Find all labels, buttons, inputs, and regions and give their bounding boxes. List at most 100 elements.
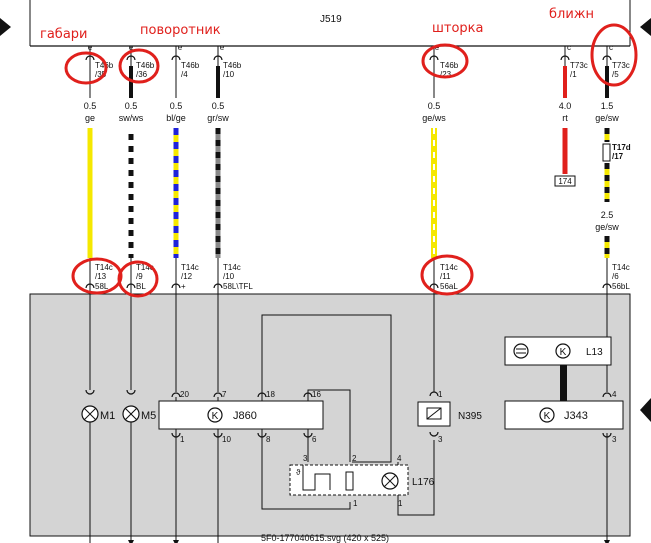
mid-connector-pin: /17 bbox=[612, 152, 624, 161]
conn-pin: /23 bbox=[440, 70, 452, 79]
svg-text:58L: 58L bbox=[95, 282, 109, 291]
page-next-arrow-top[interactable] bbox=[640, 18, 651, 36]
svg-text:16: 16 bbox=[312, 390, 321, 399]
annotation-shtorka: шторка bbox=[432, 21, 484, 36]
lamp-m5-label: M5 bbox=[141, 410, 156, 422]
svg-text:/9: /9 bbox=[136, 272, 143, 281]
wire-gauge: 0.5 bbox=[170, 101, 183, 111]
svg-text:/12: /12 bbox=[181, 272, 193, 281]
svg-text:1: 1 bbox=[180, 435, 185, 444]
wire-sw-ws: e T46b /36 0.5 sw/ws bbox=[119, 43, 155, 390]
wire-gauge: 1.5 bbox=[601, 101, 614, 111]
conn-letter: e bbox=[220, 43, 225, 52]
lamp-m1-label: M1 bbox=[100, 410, 115, 422]
wire-gauge: 0.5 bbox=[125, 101, 138, 111]
wire-gauge: 2.5 bbox=[601, 210, 614, 220]
module-j860: K J860 20 7 18 16 1 10 8 6 bbox=[158, 390, 324, 444]
svg-text:K: K bbox=[212, 411, 219, 422]
svg-text:3: 3 bbox=[612, 435, 617, 444]
svg-text:56bL: 56bL bbox=[612, 282, 630, 291]
conn-name: T46b bbox=[136, 61, 155, 70]
footer-caption: 5F0-177040615.svg (420 x 525) bbox=[261, 533, 389, 543]
annotation-blizhn: ближн bbox=[549, 7, 594, 22]
relay-k-icon bbox=[555, 343, 571, 359]
resistor-icon bbox=[345, 471, 354, 491]
svg-text:2: 2 bbox=[352, 454, 357, 463]
annotation-circles bbox=[64, 23, 638, 298]
conn-name: T73c bbox=[612, 61, 630, 70]
module-j860-label: J860 bbox=[233, 410, 257, 422]
svg-text:BL: BL bbox=[136, 282, 146, 291]
conn-letter: e bbox=[178, 43, 183, 52]
conn-letter: c bbox=[609, 43, 613, 52]
svg-text:8: 8 bbox=[266, 435, 271, 444]
reference-box bbox=[554, 175, 576, 187]
wire-color: bl/ge bbox=[166, 113, 186, 123]
conn-pin: /10 bbox=[223, 70, 235, 79]
svg-text:T14c: T14c bbox=[440, 263, 458, 272]
module-n395: 1 N395 3 bbox=[417, 390, 482, 444]
relay-k-icon bbox=[207, 407, 223, 423]
svg-text:10: 10 bbox=[222, 435, 231, 444]
bottom-connector-labels: T14c /13 58L T14c /9 BL T14c /12 + T14c … bbox=[95, 263, 630, 291]
svg-text:20: 20 bbox=[180, 390, 189, 399]
svg-text:/11: /11 bbox=[440, 272, 451, 281]
conn-pin: /1 bbox=[570, 70, 577, 79]
conn-name: T46b bbox=[440, 61, 459, 70]
component-l13: K L13 bbox=[504, 336, 612, 401]
wire-gauge: 0.5 bbox=[428, 101, 441, 111]
component-l176: 3 2 4 ϑ L176 1 1 bbox=[289, 454, 435, 508]
wire-color: gr/sw bbox=[207, 113, 229, 123]
svg-text:K: K bbox=[560, 347, 567, 358]
connection-bar bbox=[560, 365, 567, 401]
wire-gauge: 0.5 bbox=[84, 101, 97, 111]
svg-text:T14c: T14c bbox=[223, 263, 241, 272]
conn-pin: /35 bbox=[95, 70, 107, 79]
lamp-m1: M1 bbox=[81, 389, 115, 543]
wire-color: ge/sw bbox=[595, 113, 619, 123]
svg-text:4: 4 bbox=[612, 390, 617, 399]
wire-rt: c T73c /1 4.0 rt 174 bbox=[554, 43, 588, 187]
wire-gr-sw: e T46b /10 0.5 gr/sw bbox=[207, 43, 242, 392]
annotation-gabarit: габари bbox=[40, 27, 87, 42]
svg-text:7: 7 bbox=[222, 390, 227, 399]
page-prev-arrow[interactable] bbox=[0, 18, 11, 36]
conn-name: T73c bbox=[570, 61, 588, 70]
conn-pin: /5 bbox=[612, 70, 619, 79]
wire-color: ge bbox=[85, 113, 95, 123]
j860-wiring bbox=[175, 314, 435, 543]
svg-text:6: 6 bbox=[312, 435, 317, 444]
svg-text:T14c: T14c bbox=[181, 263, 199, 272]
conn-letter: c bbox=[567, 43, 571, 52]
svg-text:T14c: T14c bbox=[136, 263, 154, 272]
svg-text:1: 1 bbox=[438, 390, 443, 399]
wire-gauge: 4.0 bbox=[559, 101, 572, 111]
svg-text:T14c: T14c bbox=[612, 263, 630, 272]
mid-connector-name: T17d bbox=[612, 143, 631, 152]
svg-text:+: + bbox=[181, 282, 186, 291]
conn-name: T46b bbox=[181, 61, 200, 70]
module-n395-label: N395 bbox=[458, 411, 482, 422]
page-next-arrow-bottom[interactable] bbox=[640, 398, 651, 422]
svg-text:/6: /6 bbox=[612, 272, 619, 281]
svg-text:1: 1 bbox=[398, 499, 403, 508]
conn-name: T46b bbox=[223, 61, 242, 70]
mid-connector bbox=[602, 143, 611, 162]
component-l13-label: L13 bbox=[586, 347, 603, 358]
svg-text:4: 4 bbox=[397, 454, 402, 463]
svg-text:58L\TFL: 58L\TFL bbox=[223, 282, 253, 291]
svg-text:T14c: T14c bbox=[95, 263, 113, 272]
svg-text:/10: /10 bbox=[223, 272, 235, 281]
svg-text:3: 3 bbox=[303, 454, 308, 463]
svg-text:56aL: 56aL bbox=[440, 282, 458, 291]
wire-gauge: 0.5 bbox=[212, 101, 225, 111]
svg-text:K: K bbox=[544, 411, 551, 422]
relay-k-icon bbox=[539, 407, 555, 423]
annotation-povorotnik: поворотник bbox=[140, 23, 221, 38]
module-j343: K J343 4 3 bbox=[504, 390, 624, 543]
wire-color: ge/sw bbox=[595, 222, 619, 232]
reference-box-label: 174 bbox=[558, 177, 572, 186]
wire-color: rt bbox=[562, 113, 568, 123]
conn-pin: /4 bbox=[181, 70, 188, 79]
discharge-lamp-icon bbox=[513, 343, 529, 359]
